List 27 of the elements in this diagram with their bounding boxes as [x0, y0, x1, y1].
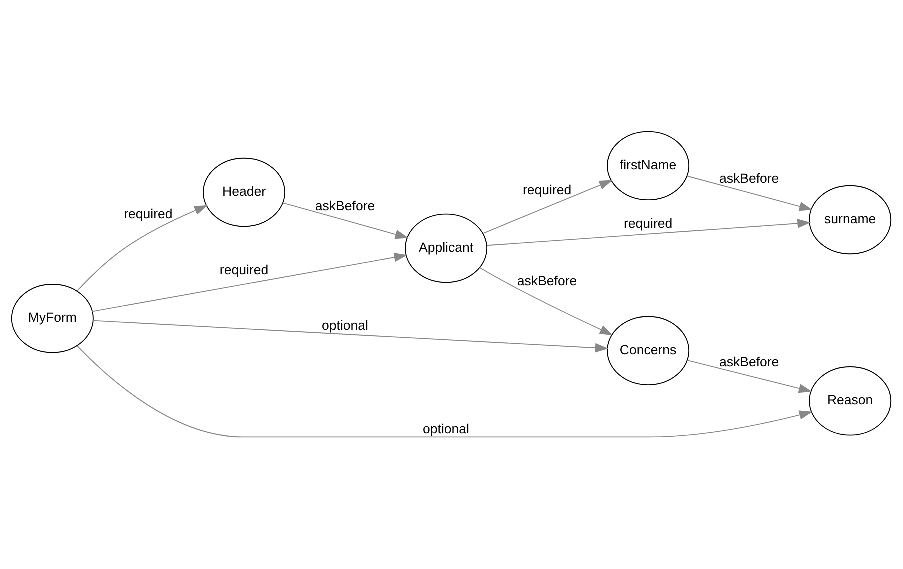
edge-label: required [624, 216, 673, 231]
node-ellipse: Applicant [405, 214, 488, 284]
node-ellipse: firstName [607, 131, 690, 201]
edge-label: required [220, 262, 269, 278]
node-ellipse: MyForm [11, 284, 94, 354]
arrow [479, 267, 614, 336]
edge-label: required [124, 206, 173, 222]
edge-label: optional [423, 422, 470, 437]
arrow [93, 320, 609, 353]
arrow [483, 180, 613, 234]
node-ellipse: Reason [809, 366, 892, 436]
edge-label: askBefore [315, 198, 376, 214]
edge-label: optional [322, 318, 369, 334]
edge-label: required [522, 182, 572, 198]
node-ellipse: surname [809, 185, 892, 255]
arrow [76, 206, 208, 292]
edge-label: askBefore [719, 354, 780, 370]
edge-label: askBefore [517, 274, 578, 289]
edge-label: askBefore [719, 171, 780, 186]
arrow [686, 176, 813, 212]
node-ellipse: Concerns [607, 316, 690, 386]
arrow [92, 252, 408, 312]
arrow [687, 360, 812, 394]
arrow [77, 346, 813, 438]
arrow [486, 219, 811, 246]
arrow [282, 202, 409, 240]
node-ellipse: Header [203, 158, 286, 228]
